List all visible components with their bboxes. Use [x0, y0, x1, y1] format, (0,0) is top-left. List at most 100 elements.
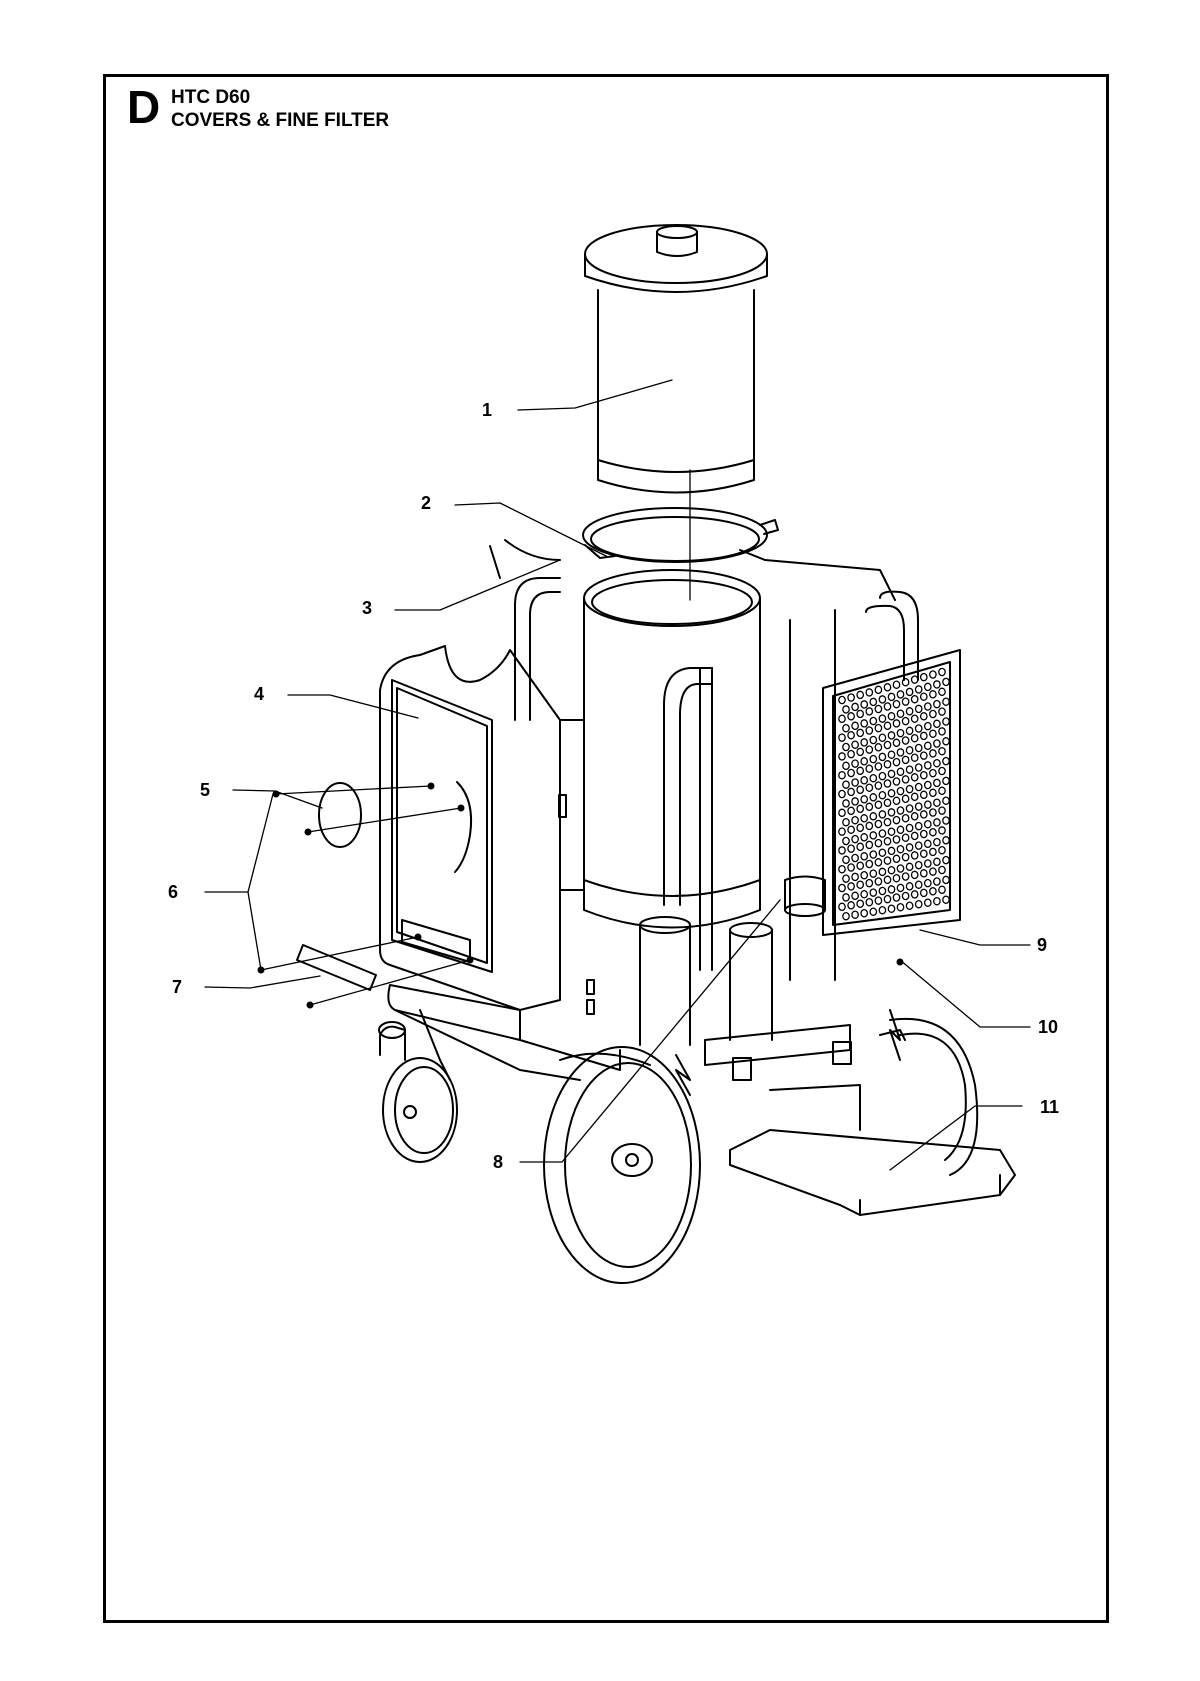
perforation-hole: [892, 719, 901, 728]
perforation-hole: [923, 780, 932, 790]
perforation-hole: [851, 759, 859, 768]
perforation-hole: [919, 770, 928, 780]
perforation-hole: [910, 714, 919, 723]
perforation-hole: [919, 869, 928, 878]
perforation-hole: [896, 786, 905, 796]
perforation-hole: [914, 782, 923, 792]
perforation-hole: [883, 856, 892, 865]
perforation-hole: [896, 825, 905, 835]
perforation-hole: [851, 702, 859, 712]
perforation-hole: [869, 773, 878, 783]
perforation-hole: [847, 730, 855, 740]
perforation-hole: [856, 709, 865, 719]
perforation-hole: [933, 778, 941, 788]
perforation-hole: [865, 688, 874, 697]
perforation-hole: [905, 687, 914, 697]
perforation-hole: [883, 721, 892, 731]
callout-3: 3: [362, 598, 373, 618]
perforation-hole: [892, 757, 901, 767]
perforation-hole: [874, 685, 883, 695]
perforation-hole: [892, 893, 901, 902]
perforation-hole: [942, 895, 950, 904]
perforation-hole: [919, 829, 928, 839]
perforation-hole: [874, 838, 883, 848]
perforation-hole: [923, 682, 932, 692]
perforation-hole: [892, 873, 901, 883]
callout-5: 5: [200, 780, 211, 800]
perforation-hole: [883, 798, 892, 808]
perforation-hole: [887, 731, 896, 740]
perforation-hole: [905, 823, 914, 833]
perforation-hole: [896, 690, 905, 699]
perforation-hole: [887, 846, 896, 856]
fine-filter-part: [584, 224, 768, 494]
perforation-hole: [892, 777, 901, 786]
perforation-hole: [919, 790, 928, 800]
perforation-hole: [923, 878, 932, 888]
perforation-hole: [938, 865, 946, 875]
perforation-hole: [942, 816, 950, 825]
perforation-hole: [878, 848, 887, 857]
perforation-hole: [838, 883, 846, 893]
model-title: HTC D60: [171, 87, 251, 108]
perforation-hole: [919, 849, 928, 858]
perforation-hole: [910, 733, 919, 743]
perforation-hole: [838, 752, 846, 761]
perforation-hole: [923, 721, 932, 731]
perforation-hole: [942, 776, 950, 786]
perforation-hole: [883, 837, 892, 846]
perforation-hole: [878, 867, 887, 877]
callout-8: 8: [493, 1152, 504, 1172]
perforation-hole: [865, 783, 874, 792]
perforation-hole: [842, 874, 850, 883]
perforation-hole: [887, 808, 896, 817]
perforation-hole: [838, 902, 846, 912]
perforation-hole: [887, 750, 896, 759]
perforation-hole: [905, 726, 914, 736]
callout-9: 9: [1037, 935, 1048, 955]
callout-7: 7: [172, 977, 183, 997]
perforation-hole: [914, 685, 923, 694]
perforation-hole: [938, 667, 946, 677]
perforation-hole: [887, 865, 896, 875]
perforation-hole: [887, 788, 896, 798]
perforation-hole: [933, 857, 941, 867]
perforation-hole: [901, 813, 910, 823]
perforation-hole: [860, 776, 869, 785]
perforation-hole: [923, 702, 932, 711]
screws: [257, 782, 904, 1009]
perforation-hole: [847, 844, 855, 853]
perforation-hole: [933, 699, 941, 709]
perforation-holes: [838, 667, 950, 921]
perforation-hole: [910, 870, 919, 880]
perforation-hole: [847, 768, 855, 778]
perforation-hole: [942, 855, 950, 865]
perforation-hole: [883, 683, 892, 692]
perforation-hole: [938, 806, 946, 815]
label-disc-part: [318, 782, 362, 848]
perforation-hole: [910, 831, 919, 841]
perforation-hole: [905, 843, 914, 852]
perforation-hole: [914, 763, 923, 772]
perforation-hole: [847, 787, 855, 797]
perforation-hole: [905, 745, 914, 755]
alignment-lines: [260, 469, 691, 1006]
perforation-hole: [901, 833, 910, 842]
perforation-hole: [883, 894, 892, 904]
perforation-hole: [878, 886, 887, 896]
perforation-hole: [865, 821, 874, 831]
perforation-hole: [933, 739, 941, 748]
perforation-hole: [842, 742, 850, 752]
perforation-hole: [933, 877, 941, 886]
perforation-hole: [892, 815, 901, 825]
perforation-hole: [865, 802, 874, 812]
perforation-hole: [901, 852, 910, 862]
perforation-hole: [938, 707, 946, 716]
perforation-hole: [874, 781, 883, 790]
perforation-hole: [892, 835, 901, 844]
perforation-hole: [847, 712, 855, 721]
perforation-hole: [860, 908, 869, 918]
perforation-hole: [910, 675, 919, 684]
perforation-hole: [929, 670, 937, 679]
perforation-hole: [851, 834, 859, 844]
